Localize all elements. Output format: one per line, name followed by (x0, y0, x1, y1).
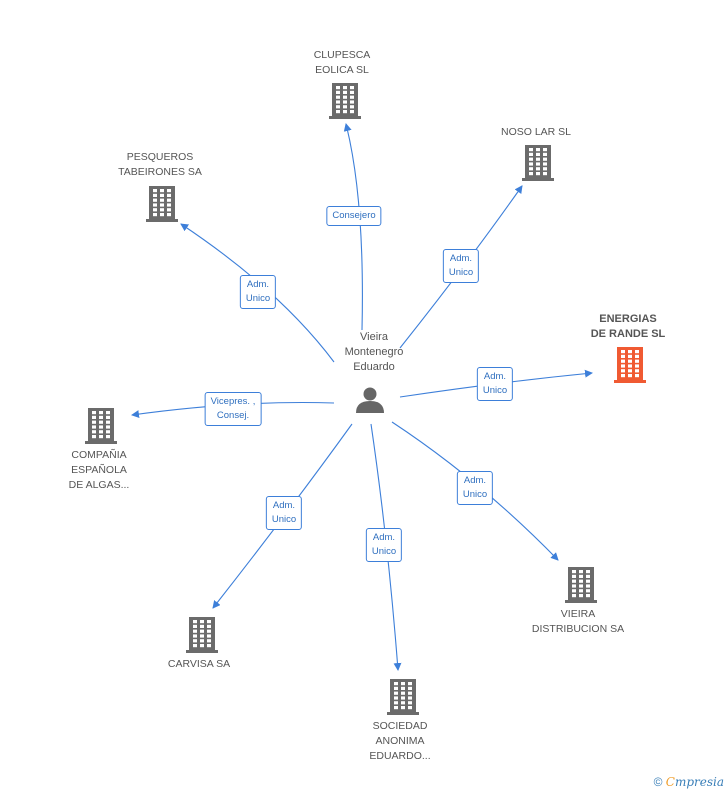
company-name-pesqueros-tabeirones[interactable]: PESQUEROS TABEIRONES SA (118, 151, 202, 178)
building-icon (565, 567, 597, 603)
edge-clupesca (343, 123, 363, 331)
building-icon (329, 83, 361, 119)
building-icon (146, 186, 178, 222)
building-icon (85, 408, 117, 444)
role-label-carvisa: Adm. Unico (265, 496, 303, 530)
role-label-clupesca: Consejero (326, 206, 382, 226)
building-icon (186, 617, 218, 653)
company-name-noso-lar[interactable]: NOSO LAR SL (500, 126, 572, 138)
copyright-symbol: © (653, 775, 663, 789)
role-label-pesqueros-tabeirones: Adm. Unico (239, 275, 277, 309)
footer-brand: © Cmpresia (654, 775, 724, 789)
company-name-vieira-distribucion[interactable]: VIEIRA DISTRIBUCION SA (531, 608, 625, 635)
company-name-energias-rande[interactable]: ENERGIAS DE RANDE SL (590, 313, 666, 340)
building-icon (522, 145, 554, 181)
role-label-compania-espanola-algas: Vicepres. , Consej. (204, 392, 262, 426)
role-label-energias-rande: Adm. Unico (476, 367, 514, 401)
building-icon (614, 347, 646, 383)
person-icon (356, 387, 384, 413)
building-icon (387, 679, 419, 715)
company-name-compania-espanola-algas[interactable]: COMPAÑIA ESPAÑOLA DE ALGAS... (68, 449, 130, 491)
role-label-sociedad-anonima-eduardo: Adm. Unico (365, 528, 403, 562)
brand-initial: C (665, 775, 675, 789)
company-name-sociedad-anonima-eduardo[interactable]: SOCIEDAD ANONIMA EDUARDO... (369, 720, 431, 762)
company-name-carvisa[interactable]: CARVISA SA (167, 658, 231, 670)
brand-name: mpresia (674, 775, 724, 789)
center-person-name[interactable]: Vieira Montenegro Eduardo (344, 331, 404, 373)
role-label-noso-lar: Adm. Unico (442, 249, 480, 283)
role-label-vieira-distribucion: Adm. Unico (456, 471, 494, 505)
company-name-clupesca[interactable]: CLUPESCA EOLICA SL (313, 49, 371, 76)
